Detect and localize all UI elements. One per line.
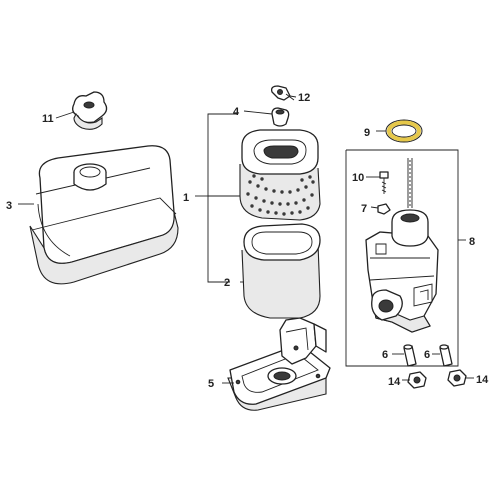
callout-12: 12 (298, 92, 310, 104)
callout-11: 11 (42, 113, 54, 125)
callout-14-left: 14 (388, 376, 401, 388)
callout-8: 8 (469, 236, 475, 248)
callout-5: 5 (208, 378, 214, 390)
pin-part-6-right[interactable] (439, 344, 453, 367)
stud-part-4[interactable] (271, 107, 290, 127)
pin-part-6-left[interactable] (403, 344, 417, 367)
callout-6-right: 6 (424, 349, 430, 361)
callout-4: 4 (233, 106, 240, 118)
flange-nut-part-14-left[interactable] (407, 371, 427, 389)
callout-3: 3 (6, 200, 12, 212)
screw-part-10[interactable] (379, 171, 389, 194)
air-filter-element[interactable] (239, 129, 321, 221)
callout-9: 9 (364, 127, 370, 139)
air-cleaner-base[interactable] (227, 317, 331, 411)
callout-7: 7 (361, 203, 367, 215)
wing-nut[interactable] (72, 91, 108, 130)
callout-6-left: 6 (382, 349, 388, 361)
clip-part-12[interactable] (270, 85, 295, 101)
callout-10: 10 (352, 172, 364, 184)
outer-foam-element[interactable] (241, 223, 321, 319)
air-cleaner-cover[interactable] (29, 145, 179, 285)
leader-lines (18, 95, 474, 384)
callout-14-right: 14 (476, 374, 489, 386)
intake-elbow[interactable] (365, 158, 439, 333)
callout-labels: 1 2 3 4 5 6 6 7 8 9 10 11 12 14 14 (6, 92, 489, 390)
clip-part-7[interactable] (377, 203, 391, 215)
callout-2: 2 (224, 277, 230, 289)
flange-nut-part-14-right[interactable] (447, 369, 467, 387)
callout-1: 1 (183, 192, 189, 204)
gasket-part-9[interactable] (385, 119, 423, 143)
